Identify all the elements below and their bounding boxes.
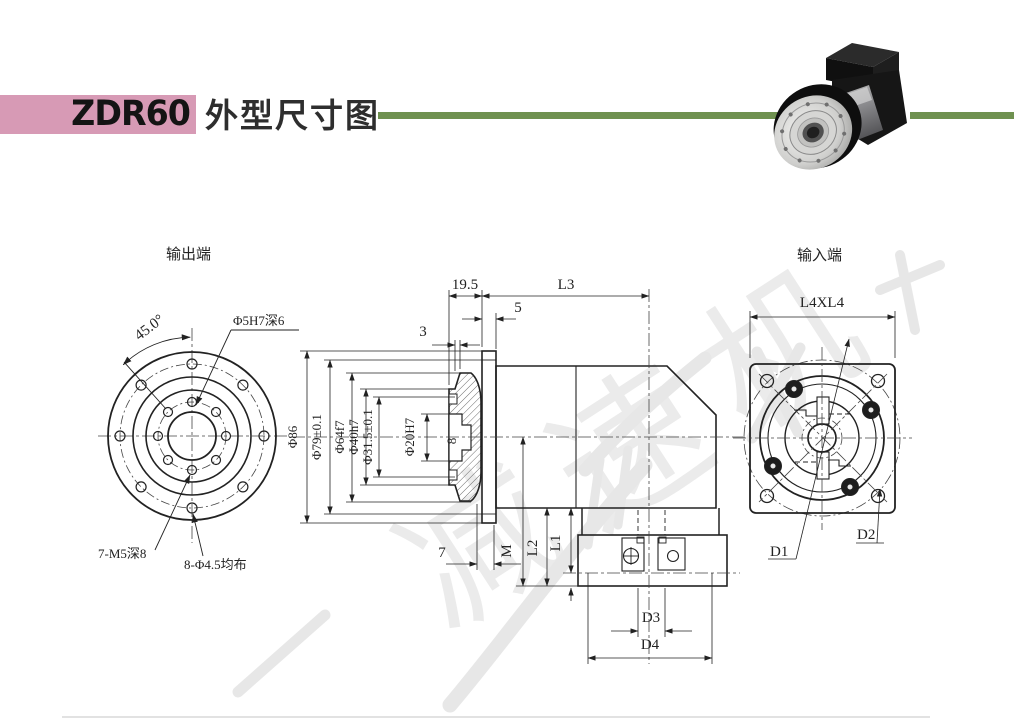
dim-D3: D3 xyxy=(642,610,660,626)
dim-D1: D1 xyxy=(770,544,788,560)
shaft-bore-keyway xyxy=(448,413,472,462)
diameter-dimensions xyxy=(300,350,484,524)
product-photo xyxy=(773,13,910,181)
dim-tapped-holes: 7-M5深8 xyxy=(98,546,146,561)
dim-3: 3 xyxy=(419,324,427,340)
model-banner xyxy=(0,95,196,134)
dim-d86: Φ86 xyxy=(285,425,300,448)
top-dimensions xyxy=(432,290,650,385)
dim-d79: Φ79±0.1 xyxy=(309,414,324,460)
dim-19-5: 19.5 xyxy=(452,277,478,293)
dim-L4XL4: L4XL4 xyxy=(800,295,845,311)
input-bolt-holes xyxy=(764,380,880,496)
output-centerlines xyxy=(98,328,288,543)
leader-lines xyxy=(154,329,299,557)
input-end-view xyxy=(733,311,912,560)
output-end-label: 输出端 xyxy=(166,246,211,263)
face-hole-top xyxy=(448,393,458,405)
housing-outline xyxy=(495,365,717,509)
dim-L2: L2 xyxy=(525,540,541,557)
watermark-strokes xyxy=(232,250,945,713)
dim-D2: D2 xyxy=(857,527,875,543)
gearbox-photo-shapes xyxy=(773,43,907,170)
dim-7: 7 xyxy=(438,545,446,561)
drawing-labels: 输出端 输入端 45.0° Φ5H7深6 7-M5深8 8-Φ4.5均布 Φ86… xyxy=(98,246,875,653)
face-hole-bottom xyxy=(448,469,458,481)
outer-bolt-holes xyxy=(114,358,270,514)
page-title: 外型尺寸图 xyxy=(205,97,380,134)
input-dimensions xyxy=(749,311,896,560)
dim-D4: D4 xyxy=(641,637,660,653)
dim-d20: Φ20H7 xyxy=(402,417,417,456)
dim-d31-5: Φ31.5±0.1 xyxy=(360,409,375,465)
dim-d64: Φ64f7 xyxy=(332,420,347,454)
input-end-label: 输入端 xyxy=(797,247,842,264)
dim-L1: L1 xyxy=(548,535,564,552)
input-bottom-section xyxy=(577,508,728,587)
dim-d40: Φ40h7 xyxy=(346,419,361,455)
dim-L3: L3 xyxy=(558,277,575,293)
output-end-view xyxy=(98,328,299,557)
dim-keyway-8: 8 xyxy=(444,438,459,445)
dim-angle-45: 45.0° xyxy=(132,312,167,344)
dim-pin-hole: Φ5H7深6 xyxy=(233,313,285,328)
model-name: ZDR60 xyxy=(71,94,191,134)
header-rule xyxy=(378,112,1014,119)
dim-5: 5 xyxy=(514,300,522,316)
dim-through-holes: 8-Φ4.5均布 xyxy=(184,557,247,572)
dim-M: M xyxy=(499,544,515,557)
angle-dimension xyxy=(122,334,191,410)
section-view xyxy=(292,289,745,664)
bottom-dimensions xyxy=(446,436,713,664)
input-centerlines xyxy=(733,347,912,530)
